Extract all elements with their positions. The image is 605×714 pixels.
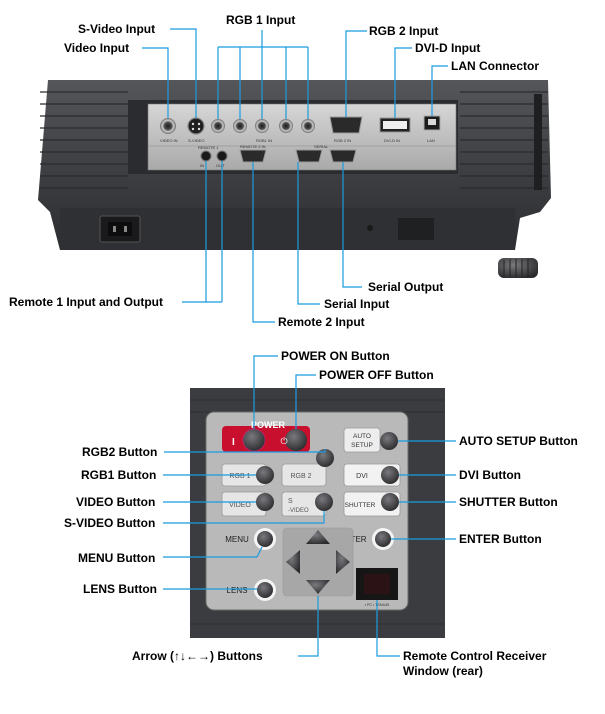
power-on-glyph: I — [232, 437, 235, 448]
label-receiver-line2: Window (rear) — [403, 664, 483, 678]
rgb1-bnc-r — [211, 119, 225, 133]
label-arrow-buttons: Arrow (↑↓←→) Buttons — [132, 649, 263, 663]
lens-caption: LENS — [227, 586, 248, 595]
rgb1-bnc-hd — [279, 119, 293, 133]
arrow-left-button[interactable] — [286, 550, 300, 574]
label-remote1: Remote 1 Input and Output — [9, 295, 163, 309]
label-rgb1-input: RGB 1 Input — [226, 13, 296, 27]
label-dvid-input: DVI-D Input — [415, 41, 481, 55]
label-rgb2-input: RGB 2 Input — [369, 24, 439, 38]
power-off-glyph: ⏻ — [280, 436, 287, 446]
rgb1-button[interactable] — [256, 466, 274, 484]
power-off-button[interactable] — [285, 429, 307, 451]
auto-caption: AUTO — [353, 433, 371, 440]
cap-lan: LAN — [427, 138, 435, 143]
cap-in: IN — [200, 163, 204, 168]
rgb1-bnc-g — [233, 119, 247, 133]
label-power-off: POWER OFF Button — [319, 368, 434, 382]
label-auto-setup: AUTO SETUP Button — [459, 434, 578, 448]
cap-remote2-in: REMOTE 2 IN — [240, 144, 266, 149]
cap-out: OUT — [216, 163, 225, 168]
label-serial-input: Serial Input — [324, 297, 390, 311]
dvi-button[interactable] — [381, 466, 399, 484]
svideo-caption: -VIDEO — [288, 508, 309, 514]
label-receiver-line1: Remote Control Receiver — [403, 649, 547, 663]
label-remote2: Remote 2 Input — [278, 315, 365, 329]
label-menu-button: MENU Button — [78, 551, 156, 565]
label-dvi-button: DVI Button — [459, 468, 521, 482]
remote1-out-jack — [216, 150, 228, 162]
label-power-on: POWER ON Button — [281, 349, 390, 363]
video-caption: VIDEO — [229, 502, 251, 509]
remote2-port — [239, 149, 267, 163]
arrow-down-button[interactable] — [306, 580, 330, 594]
label-svideo-button: S-VIDEO Button — [64, 516, 156, 530]
label-shutter-button: SHUTTER Button — [459, 495, 558, 509]
shutter-button[interactable] — [381, 493, 399, 511]
label-lan-connector: LAN Connector — [451, 59, 539, 73]
rgb1-caption: RGB 1 — [229, 473, 250, 480]
rgb2-button[interactable] — [316, 449, 334, 467]
side-slot — [534, 94, 542, 190]
remote1-in-jack — [200, 150, 212, 162]
power-on-button[interactable] — [242, 428, 266, 452]
dvi-caption: DVI — [356, 473, 368, 480]
security-slot-box — [398, 218, 434, 240]
cap-s-video: S-VIDEO — [188, 138, 204, 143]
control-panel: POWER I ⏻ AUTO SETUP RGB 1 RGB 2 DVI VID… — [190, 388, 445, 638]
label-s-video-input: S-Video Input — [78, 22, 156, 36]
label-serial-output: Serial Output — [368, 280, 444, 294]
plate-captions: VIDEO IN S-VIDEO RGB1 IN RGB 2 IN DVI-D … — [160, 138, 435, 168]
lens-button[interactable] — [257, 582, 273, 598]
vent-ridges-left — [40, 91, 128, 189]
label-rgb2-button: RGB2 Button — [82, 445, 158, 459]
menu-caption: MENU — [225, 535, 249, 544]
power-caption: POWER — [251, 420, 286, 430]
cap-remote1: REMOTE 1 — [198, 145, 219, 150]
serial-in-port — [295, 149, 323, 163]
s-caption: S — [288, 498, 293, 505]
label-lens-button: LENS Button — [83, 582, 157, 596]
enter-button[interactable] — [375, 531, 391, 547]
vent-ridges-right — [460, 91, 548, 189]
auto-setup-button[interactable] — [380, 432, 398, 450]
bottom-leader-lines — [163, 355, 456, 657]
label-rgb1-button: RGB1 Button — [81, 468, 157, 482]
serial-out-port — [329, 149, 357, 163]
label-video-input: Video Input — [64, 41, 130, 55]
cap-serial: SERIAL — [314, 144, 329, 149]
menu-button[interactable] — [257, 531, 273, 547]
arrow-up-button[interactable] — [306, 530, 330, 544]
video-button[interactable] — [256, 493, 274, 511]
label-enter-button: ENTER Button — [459, 532, 542, 546]
cap-dvid-in: DVI-D IN — [384, 138, 400, 143]
rgb1-bnc-vd — [301, 119, 315, 133]
rgb1-bnc-b — [255, 119, 269, 133]
setup-caption: SETUP — [351, 442, 373, 449]
top-leader-lines — [142, 28, 448, 323]
video-in-jack — [160, 118, 176, 134]
projector-rear: VIDEO IN S-VIDEO RGB1 IN RGB 2 IN DVI-D … — [38, 80, 551, 278]
cap-video-in: VIDEO IN — [160, 138, 178, 143]
rgb2-dsub-port — [329, 116, 363, 134]
s-video-in-jack — [187, 117, 205, 135]
rgb2-caption: RGB 2 — [290, 473, 311, 480]
shutter-caption: SHUTTER — [345, 502, 376, 509]
arrow-right-button[interactable] — [336, 550, 350, 574]
cap-rgb1-in: RGB1 IN — [256, 138, 272, 143]
svideo-button[interactable] — [315, 493, 333, 511]
label-video-button: VIDEO Button — [76, 495, 156, 509]
cap-rgb2-in: RGB 2 IN — [334, 138, 351, 143]
